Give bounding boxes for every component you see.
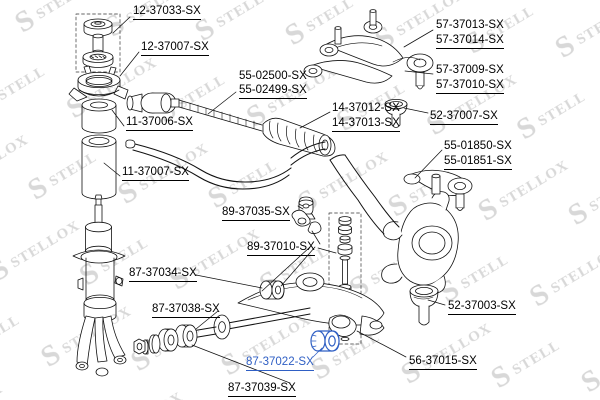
dashed-group-link-hardware — [328, 212, 362, 345]
part-knuckle-lower-bracket-shape — [329, 154, 400, 235]
part-label-55-01851[interactable]: 55-01851-SX — [444, 155, 512, 170]
part-label-87-37034[interactable]: 87-37034-SX — [129, 267, 197, 282]
part-label-55-02499[interactable]: 55-02499-SX — [239, 84, 307, 99]
part-label-87-37038[interactable]: 87-37038-SX — [152, 303, 220, 318]
part-label-14-37013[interactable]: 14-37013-SX — [332, 117, 400, 132]
part-label-55-02500[interactable]: 55-02500-SX — [239, 70, 307, 82]
part-label-57-37009[interactable]: 57-37009-SX — [436, 64, 504, 76]
part-label-89-37035[interactable]: 89-37035-SX — [222, 206, 290, 221]
part-label-52-37003[interactable]: 52-37003-SX — [448, 300, 516, 315]
part-label-87-37039[interactable]: 87-37039-SX — [228, 382, 296, 397]
part-87-37022-shape — [310, 330, 340, 352]
part-strut-assembly-shape — [72, 204, 127, 377]
part-label-57-37010[interactable]: 57-37010-SX — [436, 79, 504, 94]
part-12-37007-shape — [68, 65, 129, 102]
part-label-12-37033[interactable]: 12-37033-SX — [133, 5, 201, 20]
part-52-37003-shape — [409, 284, 439, 326]
part-label-55-01850[interactable]: 55-01850-SX — [444, 140, 512, 152]
part-inner-tie-rod-shape — [126, 92, 263, 132]
part-label-57-37013[interactable]: 57-37013-SX — [436, 19, 504, 31]
part-label-52-37007[interactable]: 52-37007-SX — [430, 110, 498, 125]
part-stabilizer-bar-shape — [125, 139, 326, 190]
part-89-37010-shape — [291, 209, 322, 234]
part-11-37006-shape — [81, 98, 117, 134]
part-52-37007-shape — [384, 99, 408, 128]
part-spring-seat-shape — [82, 51, 114, 68]
part-87-37039-shape — [157, 328, 179, 352]
part-87-37038-shape — [174, 324, 198, 348]
part-upper-control-arm-a-shape — [319, 9, 404, 67]
part-12-37033-shape — [83, 18, 113, 37]
dashed-group-strut-mount — [75, 13, 121, 73]
part-washer-stack-shape — [133, 334, 161, 355]
part-label-57-37014[interactable]: 57-37014-SX — [436, 34, 504, 49]
part-label-87-37022[interactable]: 87-37022-SX — [246, 356, 314, 371]
part-label-14-37012[interactable]: 14-37012-SX — [332, 102, 400, 114]
part-label-11-37007[interactable]: 11-37007-SX — [122, 166, 189, 181]
leader-lines — [103, 16, 446, 384]
part-upper-control-arm-b-shape — [303, 26, 434, 90]
part-label-89-37010[interactable]: 89-37010-SX — [247, 241, 315, 256]
part-label-12-37007[interactable]: 12-37007-SX — [141, 41, 209, 56]
part-tension-rod-shape — [185, 307, 311, 340]
part-label-56-37015[interactable]: 56-37015-SX — [409, 355, 477, 370]
part-label-11-37006[interactable]: 11-37006-SX — [126, 116, 193, 131]
